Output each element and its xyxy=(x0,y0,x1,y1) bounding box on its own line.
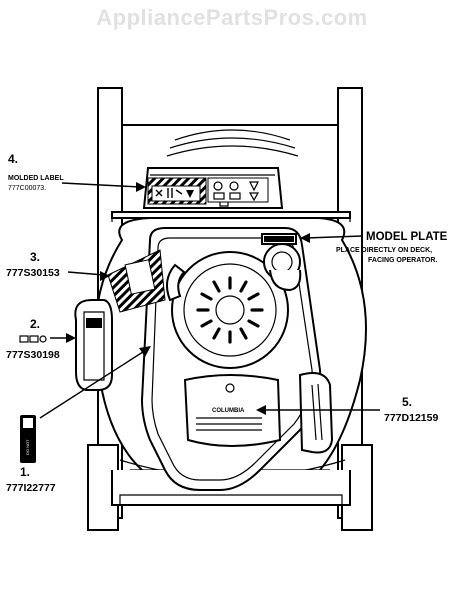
callout-model-plate: MODEL PLATE PLACE DIRECTLY ON DECK, FACI… xyxy=(300,231,448,264)
callout-label-5: 5. 777D12159 xyxy=(256,395,438,424)
svg-text:PLACE DIRECTLY ON DECK,: PLACE DIRECTLY ON DECK, xyxy=(336,247,432,254)
svg-text:3.: 3. xyxy=(30,250,40,264)
engine-brand-label: COLUMBIA xyxy=(212,408,245,414)
svg-text:777S30153: 777S30153 xyxy=(6,267,60,279)
side-shield xyxy=(74,299,113,391)
svg-text:DO NOT: DO NOT xyxy=(25,439,30,455)
svg-text:4.: 4. xyxy=(8,152,18,166)
callout-label-2: 2. 777S30198 xyxy=(6,317,76,361)
callout-label-3: 3. 777S30153 xyxy=(6,250,110,281)
svg-text:5.: 5. xyxy=(402,395,412,409)
svg-text:MOLDED LABEL: MOLDED LABEL xyxy=(8,175,64,182)
svg-text:777I22777: 777I22777 xyxy=(6,482,56,494)
callout-label-1: DO NOT 1. 777I22777 xyxy=(6,346,151,494)
svg-text:777D12159: 777D12159 xyxy=(384,412,438,424)
svg-text:MODEL PLATE: MODEL PLATE xyxy=(366,231,448,243)
svg-text:1.: 1. xyxy=(20,465,30,479)
svg-text:FACING OPERATOR.: FACING OPERATOR. xyxy=(368,257,437,264)
air-filter-cap xyxy=(261,233,302,292)
svg-text:777S30198: 777S30198 xyxy=(6,349,60,361)
warning-label-3-decal xyxy=(107,249,166,313)
molded-label-decal xyxy=(147,177,269,205)
watermark: AppliancePartsPros.com xyxy=(96,5,367,30)
engine: COLUMBIA xyxy=(140,227,334,491)
svg-text:777C00073.: 777C00073. xyxy=(8,185,46,192)
callout-molded-label: 4. MOLDED LABEL 777C00073. xyxy=(8,152,146,192)
svg-text:2.: 2. xyxy=(30,317,40,331)
